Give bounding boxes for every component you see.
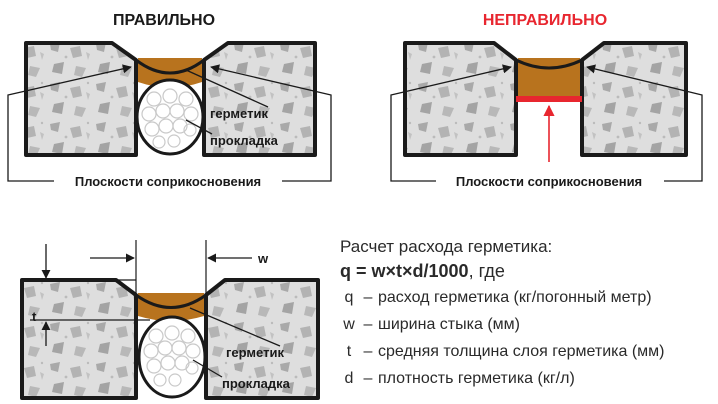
term-dash: – — [363, 343, 373, 360]
label-backer-correct: прокладка — [210, 133, 279, 148]
formula-term: w – ширина стыка (мм) — [340, 311, 715, 338]
formula-block: Расчет расхода герметика: q = w×t×d/1000… — [340, 236, 715, 392]
diagram-dimensions: герметик прокладка w t — [20, 240, 320, 400]
backer-rod-cells-dim — [143, 325, 201, 387]
concrete-left-incorrect — [403, 41, 518, 157]
leader-backer-correct — [185, 119, 213, 135]
arrow-contact-right — [210, 64, 332, 182]
backer-rod — [135, 78, 205, 156]
thickness-symbol: t — [32, 309, 37, 324]
term-symbol: q — [344, 289, 354, 306]
term-symbol: w — [343, 316, 355, 333]
arrow-contact-right-incorrect — [586, 64, 703, 182]
arrow-contact-left — [7, 64, 132, 182]
concrete-left-dim — [20, 278, 138, 400]
sealant-surface — [135, 58, 205, 75]
leader-sealant-correct — [185, 69, 269, 108]
term-description: расход герметика (кг/погонный метр) — [378, 289, 652, 306]
formula-term: t – средняя толщина слоя герметика (мм) — [340, 338, 715, 365]
formula-term: d – плотность герметика (кг/л) — [340, 365, 715, 392]
leader-backer-dim — [192, 359, 223, 378]
label-contact-incorrect: Плоскости соприкосновения — [456, 174, 642, 189]
formula-equation: q = w×t×d/1000 — [340, 261, 469, 281]
width-symbol: w — [257, 251, 269, 266]
term-symbol: d — [344, 370, 354, 387]
heading-incorrect: НЕПРАВИЛЬНО — [483, 12, 607, 29]
sealant-surface-incorrect — [515, 58, 583, 70]
concrete-right-incorrect — [580, 41, 688, 157]
leader-sealant-dim — [189, 307, 281, 347]
term-symbol: t — [346, 343, 352, 360]
sealant-fill-incorrect — [518, 58, 580, 98]
term-dash: – — [363, 316, 373, 333]
label-contact-correct: Плоскости соприкосновения — [75, 174, 261, 189]
term-description: ширина стыка (мм) — [378, 316, 520, 333]
label-backer-dim: прокладка — [222, 376, 291, 391]
concrete-left — [24, 41, 138, 157]
diagram-incorrect: Плоскости соприкосновения — [390, 41, 703, 189]
formula-term: q – расход герметика (кг/погонный метр) — [340, 284, 715, 311]
formula-title: Расчет расхода герметика: — [340, 237, 553, 256]
arrow-contact-left-incorrect — [390, 64, 512, 182]
label-sealant-dim: герметик — [226, 345, 284, 360]
term-dash: – — [363, 370, 373, 387]
formula-equation-suffix: , где — [468, 261, 505, 281]
term-description: средняя толщина слоя герметика (мм) — [378, 343, 665, 360]
sealant-surface-dim — [135, 293, 207, 309]
concrete-right — [202, 41, 317, 157]
backer-rod-cells — [141, 88, 199, 149]
term-dash: – — [363, 289, 373, 306]
diagram-correct: герметик прокладка Плоскости соприкоснов… — [7, 41, 332, 189]
formula-equation-line: q = w×t×d/1000, где — [340, 258, 715, 284]
heading-correct: ПРАВИЛЬНО — [113, 12, 215, 29]
label-sealant-correct: герметик — [210, 106, 268, 121]
term-description: плотность герметика (кг/л) — [378, 370, 575, 387]
bond-breaker-missing — [516, 96, 582, 102]
